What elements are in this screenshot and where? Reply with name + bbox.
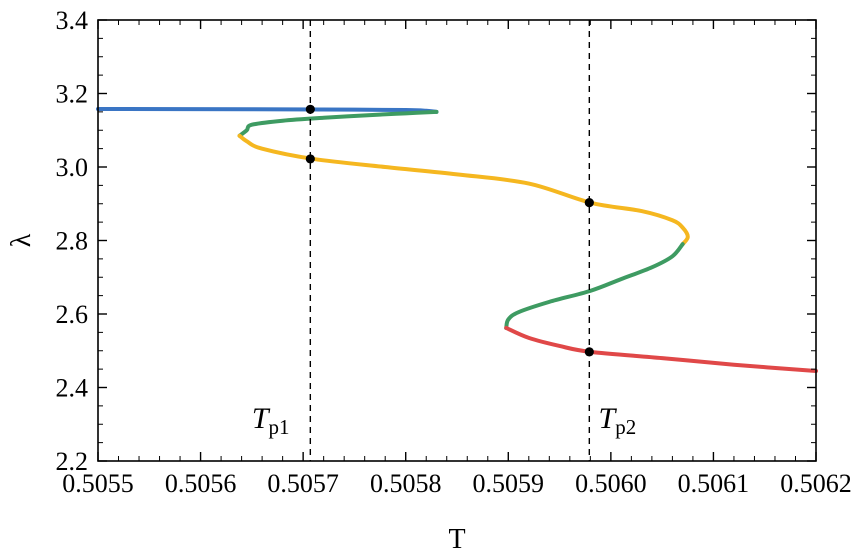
- x-tick-label: 0.5056: [165, 469, 237, 498]
- x-axis-label: T: [448, 524, 465, 555]
- marker-point-3: [584, 347, 594, 357]
- y-tick-label: 2.6: [56, 300, 89, 329]
- y-tick-label: 3.2: [56, 80, 89, 109]
- tick-layer: 0.5055 0.5056 0.5057 0.5058 0.5059 0.5060 0.50…: [56, 6, 852, 498]
- x-tick-label: 0.5057: [267, 469, 339, 498]
- series-line-3: [504, 242, 685, 330]
- marker-point-2: [584, 198, 594, 208]
- series-line-0: [96, 106, 439, 114]
- marker-point-0: [305, 104, 315, 114]
- annotation-tp1-base: T: [252, 402, 271, 435]
- annotation-tp2-subscript: p2: [615, 415, 636, 439]
- x-tick-label: 0.5062: [780, 469, 852, 498]
- marker-point-1: [305, 154, 315, 164]
- x-tick-label: 0.5055: [62, 469, 134, 498]
- series-line-1: [237, 109, 439, 138]
- annotation-tp1-subscript: p1: [269, 415, 290, 439]
- vline-layer: [309, 20, 591, 461]
- annotation-tp2-base: T: [599, 402, 618, 435]
- series-layer: [96, 106, 818, 373]
- x-tick-label: 0.5061: [678, 469, 750, 498]
- y-tick-label: 3.4: [56, 6, 89, 35]
- annotation-tp2: Tp2: [599, 402, 637, 439]
- series-line-4: [504, 325, 818, 373]
- series-line-2: [237, 133, 690, 247]
- y-tick-label: 2.8: [56, 227, 89, 256]
- y-tick-label: 2.4: [56, 374, 89, 403]
- marker-layer: [305, 104, 594, 357]
- y-axis-label: λ: [6, 233, 37, 247]
- y-tick-label: 3.0: [56, 153, 89, 182]
- x-tick-label: 0.5060: [575, 469, 647, 498]
- x-tick-label: 0.5058: [370, 469, 442, 498]
- y-tick-label: 2.2: [56, 447, 89, 476]
- annotation-tp1: Tp1: [252, 402, 290, 439]
- plot-frame: [97, 19, 817, 462]
- x-tick-label: 0.5059: [473, 469, 545, 498]
